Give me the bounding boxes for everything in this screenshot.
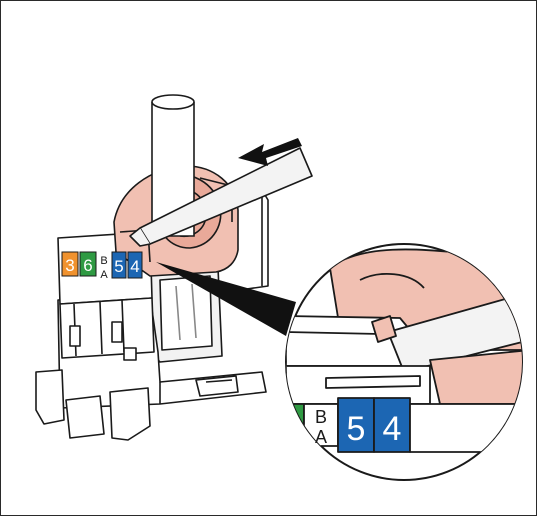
scheme-b-label: B	[100, 255, 107, 267]
pair-6-label: 6	[83, 256, 92, 275]
pair-5-label: 5	[114, 257, 123, 276]
magnifier-callout-icon: B A 5 4	[285, 243, 523, 481]
callout-pointer	[156, 262, 296, 336]
cable-icon	[151, 94, 195, 237]
pair-4-label: 4	[130, 257, 139, 276]
screwdriver-icon	[129, 147, 313, 247]
arrow-icon	[238, 138, 302, 166]
zoom-scheme-a-label: A	[315, 427, 327, 447]
zoom-pair-4-label: 4	[383, 410, 402, 448]
color-code-strip: 3 6 B A 5 4	[61, 251, 143, 281]
zoom-scheme-b-label: B	[315, 407, 327, 427]
pair-3-label: 3	[65, 256, 74, 275]
scheme-a-label: A	[100, 269, 108, 281]
zoom-pair-5-label: 5	[347, 410, 366, 448]
